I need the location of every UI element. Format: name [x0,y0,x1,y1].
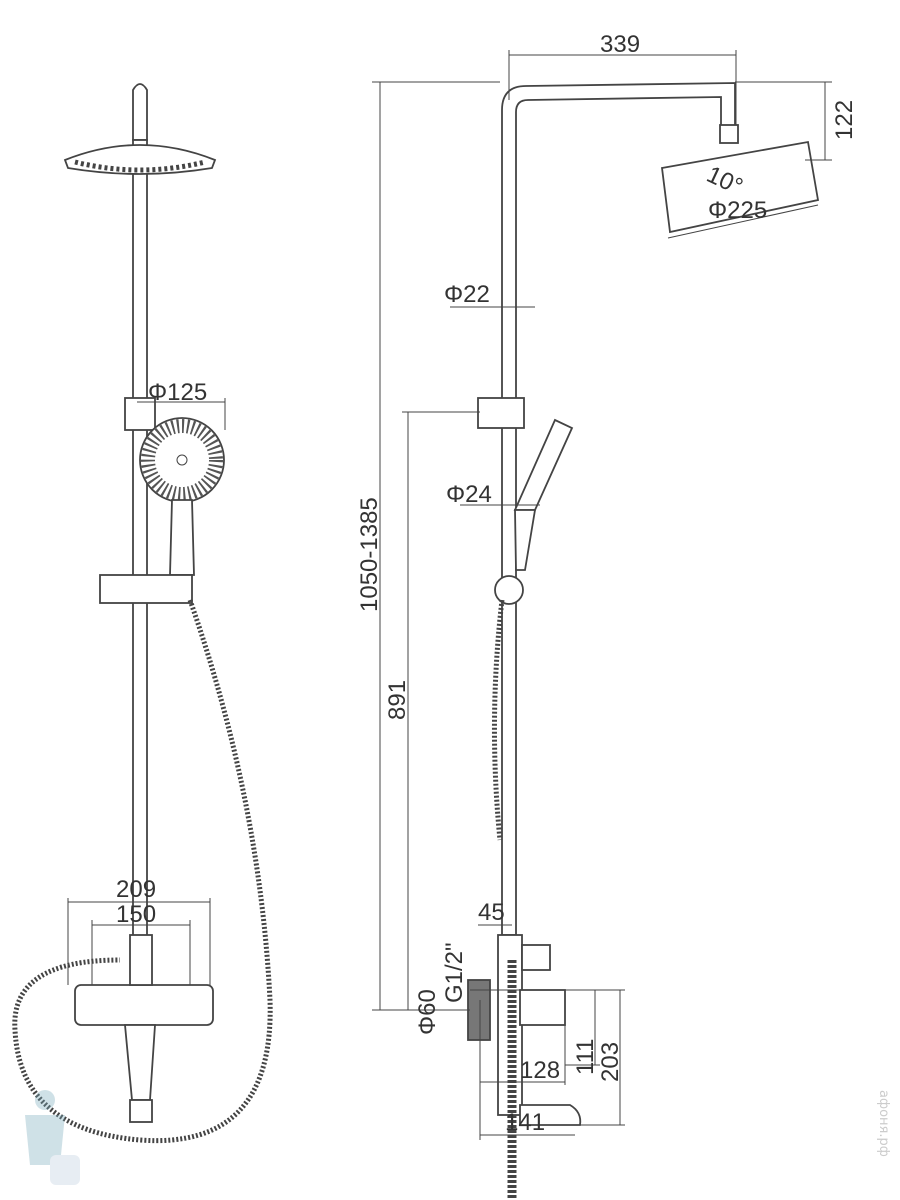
dim-mixer-to-spout: 203 [597,1042,624,1082]
dim-outlet-offset: 45 [478,899,505,926]
front-spout-tip [129,1099,153,1123]
side-rain-head [661,140,820,234]
front-hose [12,599,273,1144]
front-mixer-body [74,984,214,1026]
dim-total-height: 1050-1385 [356,497,383,612]
side-holder [477,397,525,429]
side-view: 339 122 10° Φ225 Φ22 Φ24 1050-1385 891 4… [356,31,858,1200]
top-pipe-cap [132,83,148,141]
front-handshower-handle [169,499,195,576]
dim-holder-height: 891 [384,680,411,720]
dim-head-drop: 122 [831,100,858,140]
side-hose [491,599,505,841]
front-handshower-holder [124,397,156,431]
dim-pipe-diameter: Φ22 [444,281,490,308]
watermark-text: афоня.рф [876,1090,891,1157]
plumber-mascot-logo [25,1090,80,1185]
dim-mixer-spacing: 150 [116,901,156,928]
dim-lever-depth: 128 [520,1057,560,1084]
dim-handshower-diameter: Φ24 [446,481,492,508]
side-handshower [513,418,574,511]
front-diverter [129,934,153,986]
front-spout [124,1024,156,1101]
dim-mixer-width: 209 [116,876,156,903]
dim-front-handshower-diameter: Φ125 [148,379,207,406]
side-ball-joint [719,124,739,144]
front-slide-bar [99,574,193,604]
side-diverter [521,944,551,971]
dim-head-diameter: Φ225 [708,197,767,224]
side-lever [519,989,566,1026]
dim-mixer-to-lever: 111 [572,1039,599,1075]
front-view: Φ125 209 150 [12,83,273,1144]
dim-spout-reach: 141 [505,1109,545,1136]
side-slider-knob [494,575,524,605]
side-wall-flange [467,979,491,1041]
dim-thread: G1/2" [441,942,468,1003]
front-rain-head [63,144,217,175]
front-riser-pipe [132,139,148,941]
dim-arm-reach: 339 [600,31,640,58]
dim-flange-diameter: Φ60 [414,989,441,1035]
